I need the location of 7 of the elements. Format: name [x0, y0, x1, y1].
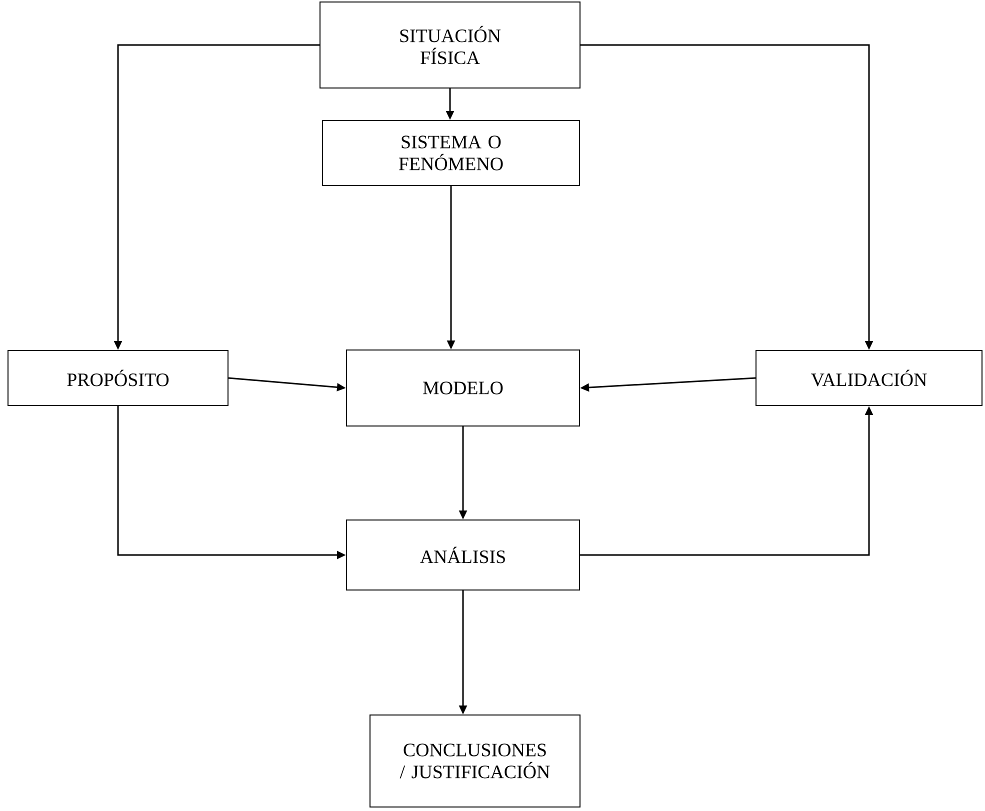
process-box: SISTEMA O FENÓMENO [322, 120, 580, 186]
process-box: MODELO [346, 350, 580, 426]
process-box: PROPÓSITO [8, 350, 228, 406]
process-box: CONCLUSIONES / JUSTIFICACIÓN [370, 714, 580, 808]
process-box: VALIDACIÓN [756, 350, 982, 406]
process-box: ANÁLISIS [346, 520, 580, 590]
process-box: SITUACIÓN FÍSICA [320, 2, 580, 88]
